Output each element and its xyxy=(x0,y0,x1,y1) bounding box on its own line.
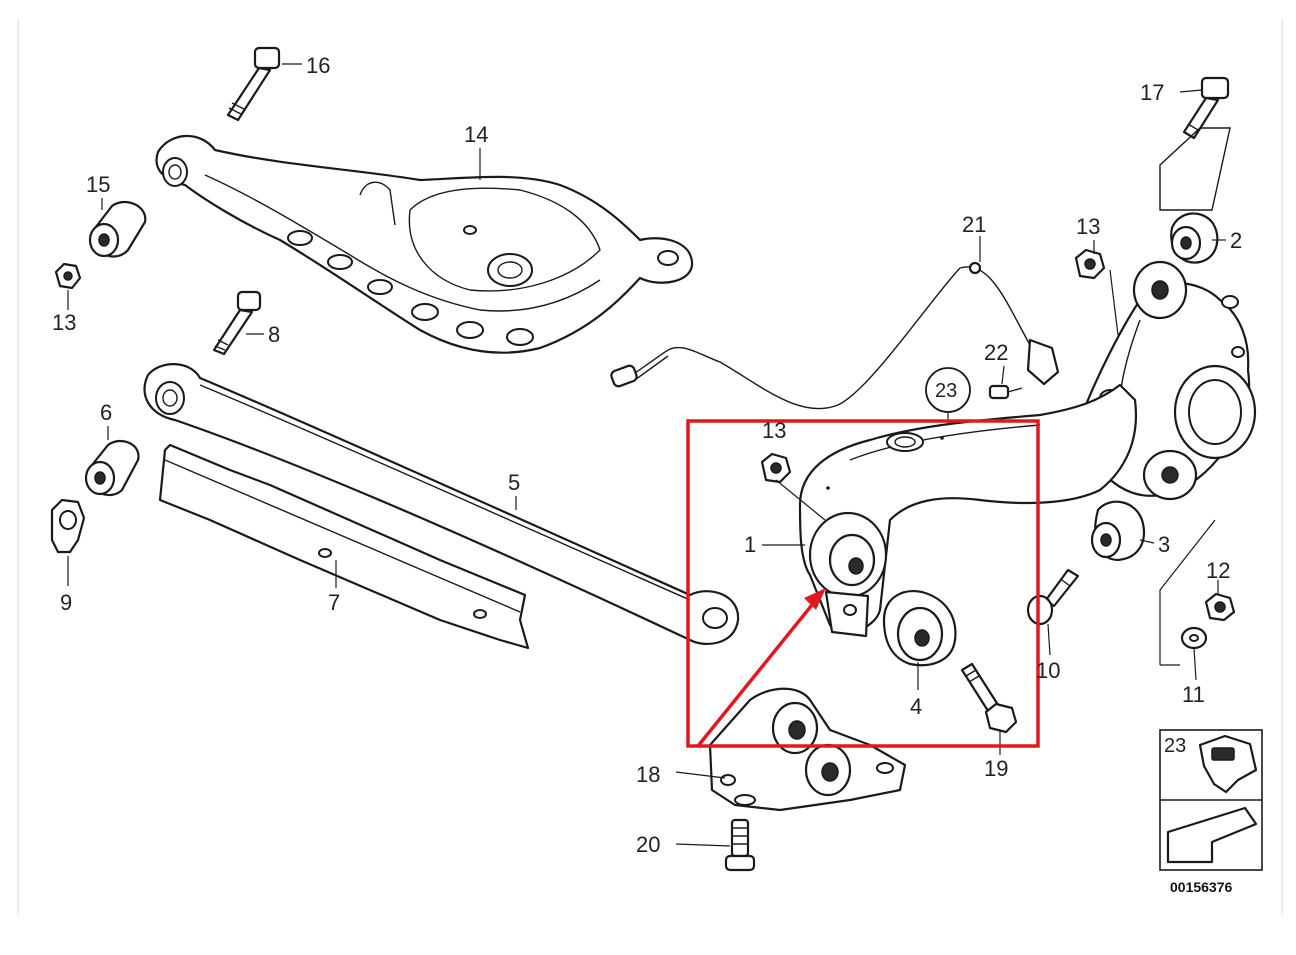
callout-9: 9 xyxy=(60,590,72,615)
callout-15: 15 xyxy=(86,172,110,197)
callout-23-circle xyxy=(925,367,971,413)
callout-8: 8 xyxy=(268,322,280,347)
callout-13-center: 13 xyxy=(762,418,786,443)
inset-callout-23: 23 xyxy=(1164,735,1186,757)
nut-13-left xyxy=(54,262,82,290)
callout-17: 17 xyxy=(1140,80,1164,105)
bushing-6 xyxy=(84,439,140,497)
mounting-bracket-18 xyxy=(708,687,907,812)
reference-number: 00156376 xyxy=(1170,879,1233,895)
highlight-arrow xyxy=(696,588,826,748)
callout-2: 2 xyxy=(1230,228,1242,253)
nut-9 xyxy=(50,498,86,554)
lower-link-5 xyxy=(143,363,740,646)
nut-12 xyxy=(1204,592,1236,622)
bolt-16 xyxy=(226,46,281,122)
inset-panel xyxy=(1159,729,1263,871)
bushing-2 xyxy=(1170,212,1219,264)
callout-14: 14 xyxy=(464,122,488,147)
callout-23: 23 xyxy=(935,380,957,402)
callout-16: 16 xyxy=(306,53,330,78)
upper-control-arm xyxy=(155,134,694,354)
callout-11: 11 xyxy=(1182,682,1205,707)
callout-19: 19 xyxy=(984,756,1008,781)
cover-strip-7 xyxy=(158,443,530,650)
trailing-arm-1 xyxy=(798,383,1137,638)
callout-3: 3 xyxy=(1158,532,1170,557)
nut-13-center xyxy=(760,452,792,484)
bolt-8 xyxy=(212,290,262,356)
bushing-15 xyxy=(88,200,147,258)
callout-4: 4 xyxy=(910,694,922,719)
callout-13-right: 13 xyxy=(1076,214,1100,239)
callout-21: 21 xyxy=(962,212,986,237)
callout-labels: 16 14 15 13 8 6 5 9 7 17 2 13 21 22 23 1… xyxy=(52,53,1242,895)
callout-10: 10 xyxy=(1036,658,1060,683)
bolt-20 xyxy=(724,818,756,872)
bushing-3 xyxy=(1090,500,1145,562)
callout-18: 18 xyxy=(636,762,660,787)
wear-sensor-cable-21 xyxy=(610,261,1060,410)
callout-12: 12 xyxy=(1206,558,1230,583)
callout-13-left: 13 xyxy=(52,310,76,335)
bolt-10 xyxy=(1026,568,1080,626)
callout-5: 5 xyxy=(508,470,520,495)
nut-13-right xyxy=(1074,248,1106,280)
callout-20: 20 xyxy=(636,832,660,857)
leader-lines xyxy=(67,63,1226,847)
callout-22: 22 xyxy=(984,340,1008,365)
callout-6: 6 xyxy=(100,400,112,425)
washer-11 xyxy=(1180,626,1208,650)
bolt-22 xyxy=(988,384,1023,400)
bushing-4 xyxy=(882,590,957,667)
bolt-19 xyxy=(960,662,1018,734)
callout-7: 7 xyxy=(328,590,340,615)
outline-bushing-2 xyxy=(1159,127,1231,211)
bolt-17 xyxy=(1182,76,1230,140)
highlight-box xyxy=(686,419,1040,748)
callout-1: 1 xyxy=(744,532,756,557)
